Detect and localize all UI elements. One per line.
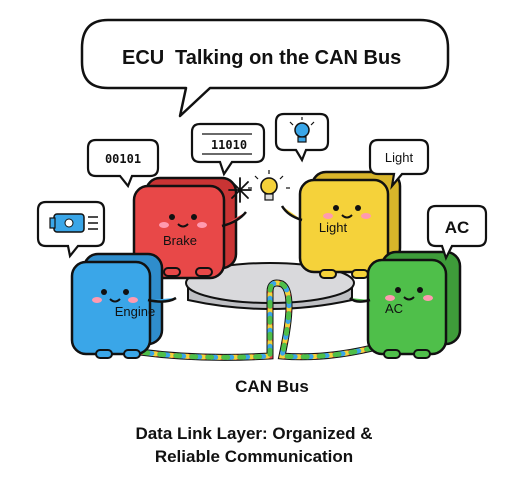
ecu-ac-label: AC xyxy=(385,301,403,316)
ecu-brake-label: Brake xyxy=(163,233,197,248)
ac-speech-bubble: AC xyxy=(426,204,488,261)
can-bus-label: CAN Bus xyxy=(235,377,309,396)
light-icon-speech-bubble xyxy=(274,112,330,163)
title-speech-bubble: ECU Talking on the CAN Bus xyxy=(80,18,450,118)
brake-bubble-text: 11010 xyxy=(211,138,247,152)
ecu-brake: Brake xyxy=(132,176,247,280)
light-text-speech-bubble: Light xyxy=(368,138,430,190)
can-bus-wire xyxy=(136,279,392,361)
caption-line-1: Data Link Layer: Organized & xyxy=(135,424,373,443)
ecu-light-label: Light xyxy=(319,220,348,235)
light-bulb-icon xyxy=(289,117,315,143)
ecu-engine-label: Engine xyxy=(115,304,155,319)
engine-speech-bubble xyxy=(36,200,106,259)
ecu-engine: Engine xyxy=(70,252,177,359)
ecu-ac: AC xyxy=(349,250,462,359)
light-bubble-text: Light xyxy=(385,150,414,165)
caption-line-2: Reliable Communication xyxy=(154,447,354,466)
title-text: Talking on the CAN Bus xyxy=(175,47,401,69)
binary-speech-bubble: 00101 xyxy=(86,138,160,189)
decor-light-bulb-icon xyxy=(248,170,290,201)
ac-bubble-text: AC xyxy=(445,218,470,237)
engine-icon xyxy=(49,213,98,233)
ecu-light: Light xyxy=(280,170,402,279)
snowflake-icon xyxy=(228,177,252,203)
brake-speech-bubble: 11010 xyxy=(190,122,266,177)
binary-bubble-text: 00101 xyxy=(105,152,141,166)
title-ecu: ECU xyxy=(122,47,164,69)
